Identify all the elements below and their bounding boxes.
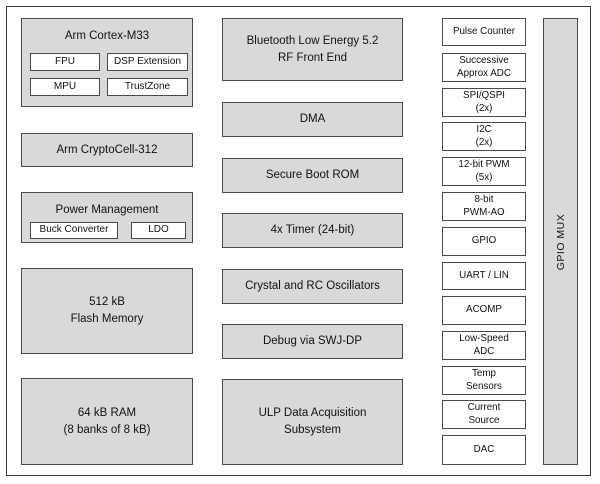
ble-rf-front-end-block: Bluetooth Low Energy 5.2 RF Front End: [222, 18, 403, 81]
gpio-mux-block: GPIO MUX: [543, 18, 578, 465]
flash-memory-block: 512 kB Flash Memory: [21, 268, 193, 354]
dma-block: DMA: [222, 102, 403, 137]
timer-block: 4x Timer (24-bit): [222, 213, 403, 248]
cortex-m33-title: Arm Cortex-M33: [64, 30, 150, 42]
cryptocell-block: Arm CryptoCell-312: [21, 133, 193, 167]
spi-qspi-block: SPI/QSPI (2x): [442, 88, 526, 117]
pwm-ao-8bit-block: 8-bit PWM-AO: [442, 192, 526, 221]
debug-swj-dp-block: Debug via SWJ-DP: [222, 324, 403, 359]
dac-block: DAC: [442, 435, 526, 465]
low-speed-adc-block: Low-Speed ADC: [442, 331, 526, 360]
current-source-block: Current Source: [442, 400, 526, 429]
power-management-block: Power Management Buck Converter LDO: [21, 192, 193, 243]
ram-block: 64 kB RAM (8 banks of 8 kB): [21, 378, 193, 465]
dsp-extension-block: DSP Extension: [107, 53, 188, 71]
mpu-block: MPU: [30, 78, 100, 96]
gpio-block: GPIO: [442, 227, 526, 256]
pulse-counter-block: Pulse Counter: [442, 18, 526, 46]
acomp-block: ACOMP: [442, 296, 526, 325]
fpu-block: FPU: [30, 53, 100, 71]
secure-boot-rom-block: Secure Boot ROM: [222, 158, 403, 193]
i2c-block: I2C (2x): [442, 122, 526, 151]
temp-sensors-block: Temp Sensors: [442, 366, 526, 395]
ulp-data-acquisition-block: ULP Data Acquisition Subsystem: [222, 379, 403, 465]
successive-approx-adc-block: Successive Approx ADC: [442, 53, 526, 82]
trustzone-block: TrustZone: [107, 78, 188, 96]
cortex-m33-block: Arm Cortex-M33 FPU DSP Extension MPU Tru…: [21, 18, 193, 107]
uart-lin-block: UART / LIN: [442, 262, 526, 290]
buck-converter-block: Buck Converter: [30, 222, 118, 239]
ldo-block: LDO: [131, 222, 186, 239]
power-management-title: Power Management: [55, 204, 159, 216]
oscillators-block: Crystal and RC Oscillators: [222, 269, 403, 304]
gpio-mux-label: GPIO MUX: [554, 213, 567, 270]
pwm-12bit-block: 12-bit PWM (5x): [442, 157, 526, 186]
